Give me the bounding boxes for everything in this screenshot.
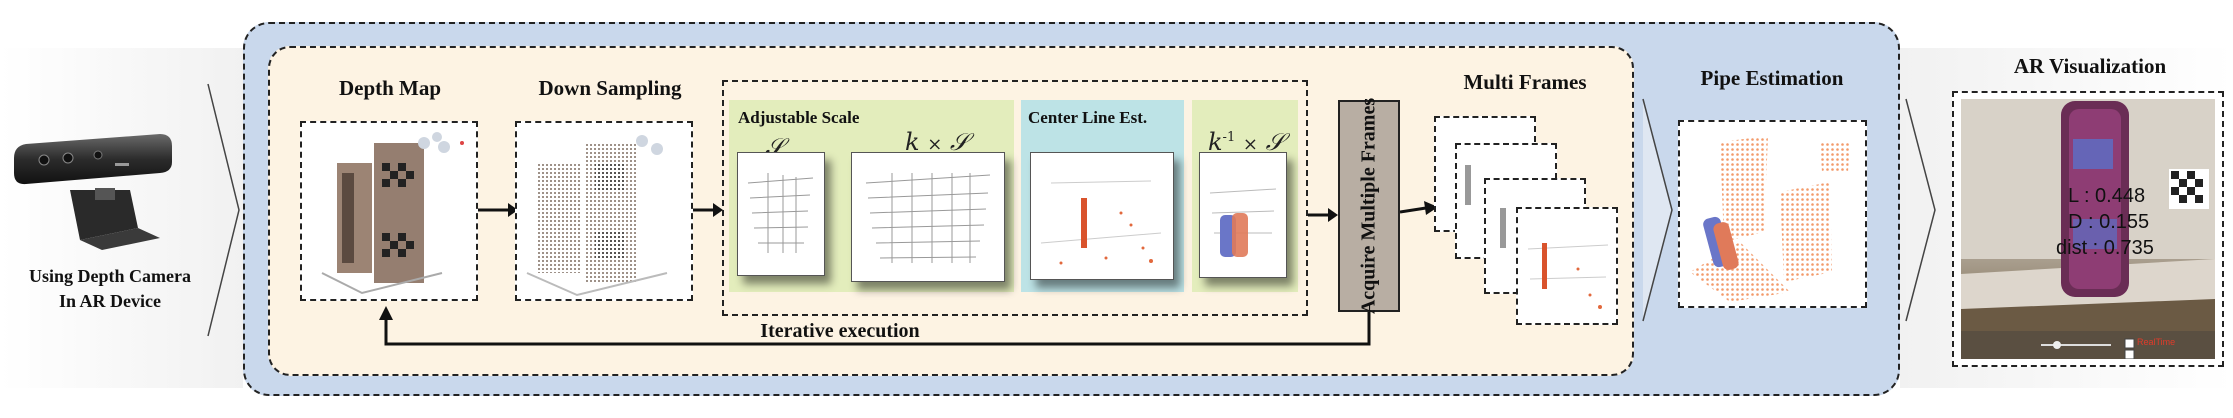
ar-visualization-title: AR Visualization bbox=[2013, 54, 2167, 78]
arrow-down-to-scale bbox=[693, 203, 723, 217]
iterative-loop-arrow bbox=[379, 306, 1371, 346]
scale-ks-times: × bbox=[927, 134, 943, 155]
center-line-image bbox=[1030, 152, 1174, 280]
ar-checker bbox=[2169, 169, 2209, 209]
multi-frames-title: Multi Frames bbox=[1463, 70, 1587, 94]
ar-length: L : 0.448 bbox=[2068, 185, 2146, 207]
depth-camera-icon bbox=[14, 134, 172, 250]
pipe-estimation-title: Pipe Estimation bbox=[1700, 66, 1844, 90]
inverse-scale-label: k-1 × 𝒮 bbox=[1208, 128, 1284, 156]
center-line-title: Center Line Est. bbox=[1028, 108, 1148, 127]
camera-caption: Using Depth Camera In AR Device bbox=[29, 266, 191, 311]
iterative-label: Iterative execution bbox=[760, 320, 920, 342]
adjustable-scale-title: Adjustable Scale bbox=[738, 108, 860, 127]
ar-scene bbox=[1961, 99, 2215, 359]
ar-realtime-label[interactable]: RealTime bbox=[2137, 337, 2176, 347]
inverse-scale-image bbox=[1199, 152, 1287, 278]
acquire-frames-box: Acquire Multiple Frames bbox=[1338, 98, 1400, 314]
chevron-arrow-3 bbox=[1905, 98, 1936, 322]
arrow-acquire-to-frames bbox=[1400, 201, 1438, 215]
down-sampling-image bbox=[515, 121, 693, 301]
chevron-arrow-1 bbox=[207, 83, 240, 337]
inverse-times: × bbox=[1242, 134, 1258, 155]
ar-diameter: D : 0.155 bbox=[2068, 211, 2150, 233]
arrow-scale-to-acquire bbox=[1308, 208, 1338, 222]
down-sampling-title: Down Sampling bbox=[538, 76, 682, 100]
scale-ks-k: k bbox=[905, 128, 920, 156]
scale-group bbox=[722, 80, 1308, 316]
ar-distance: dist : 0.735 bbox=[2056, 237, 2154, 259]
depth-map-title: Depth Map bbox=[338, 76, 442, 100]
depth-map-image bbox=[300, 121, 478, 301]
scale-ks-label: k × 𝒮 bbox=[905, 128, 969, 156]
ar-visualization-frame: L : 0.448 D : 0.155 dist : 0.735 RealTim… bbox=[1952, 91, 2224, 367]
scale-ks-image bbox=[851, 152, 1005, 282]
pipe-estimation-image bbox=[1678, 120, 1867, 308]
inverse-s: 𝒮 bbox=[1265, 128, 1285, 156]
arrow-depth-to-down bbox=[478, 203, 518, 217]
scale-ks-s: 𝒮 bbox=[949, 128, 969, 156]
chevron-arrow-2 bbox=[1642, 98, 1673, 322]
acquire-frames-label: Acquire Multiple Frames bbox=[1357, 97, 1380, 315]
scale-s-image bbox=[737, 152, 825, 276]
inverse-k: k bbox=[1208, 128, 1223, 156]
inverse-exp: -1 bbox=[1222, 130, 1236, 145]
ar-camera-view: L : 0.448 D : 0.155 dist : 0.735 RealTim… bbox=[1961, 99, 2215, 359]
frame-4 bbox=[1516, 207, 1618, 325]
